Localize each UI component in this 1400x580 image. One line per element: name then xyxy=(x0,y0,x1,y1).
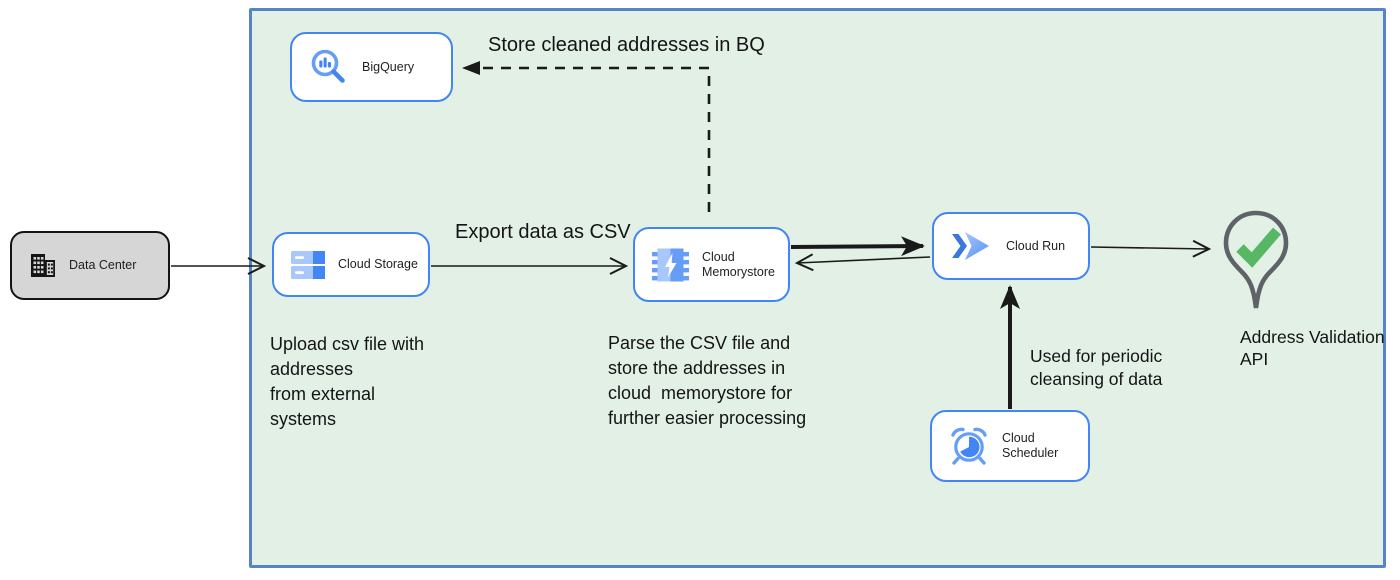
node-label: Address Validation API xyxy=(1240,327,1385,369)
node-bigquery[interactable]: BigQuery xyxy=(290,32,453,102)
node-address-validation-api[interactable]: Address Validation API xyxy=(1205,208,1395,378)
double-chevron-icon xyxy=(951,231,993,261)
map-pin-check-icon xyxy=(1222,210,1290,316)
connector-run-to-memorystore[interactable] xyxy=(794,253,931,272)
node-label: BigQuery xyxy=(362,59,415,74)
node-label: Cloud Run xyxy=(1006,238,1066,253)
storage-buckets-icon xyxy=(291,250,325,280)
node-label: Cloud Memorystore xyxy=(702,249,775,279)
building-icon xyxy=(29,252,56,279)
memory-chip-bolt-icon xyxy=(652,246,689,284)
node-cloud-run[interactable]: Cloud Run xyxy=(932,212,1090,280)
node-label: Cloud Scheduler xyxy=(1002,431,1059,460)
alarm-clock-icon xyxy=(949,426,989,466)
node-label: Cloud Storage xyxy=(338,257,418,271)
annotation-periodic-cleansing: Used for periodic cleansing of data xyxy=(1030,346,1163,389)
annotation-export-data-csv: Export data as CSV xyxy=(455,221,631,243)
node-cloud-storage[interactable]: Cloud Storage xyxy=(272,232,430,297)
connector-memorystore-to-bigquery-dashed[interactable] xyxy=(462,61,711,212)
connector-memorystore-to-run[interactable] xyxy=(790,236,925,257)
node-label: Data Center xyxy=(69,258,137,272)
annotation-upload-csv: Upload csv file with addresses from exte… xyxy=(270,334,425,429)
node-cloud-scheduler[interactable]: Cloud Scheduler xyxy=(930,410,1090,482)
node-data-center[interactable]: Data Center xyxy=(10,231,170,300)
annotation-parse-csv: Parse the CSV file and store the address… xyxy=(608,333,807,428)
bigquery-icon xyxy=(309,47,349,87)
connector-run-to-validation-api[interactable] xyxy=(1090,239,1212,258)
annotation-store-cleaned-addresses: Store cleaned addresses in BQ xyxy=(488,34,765,56)
node-cloud-memorystore[interactable]: Cloud Memorystore xyxy=(633,227,790,302)
